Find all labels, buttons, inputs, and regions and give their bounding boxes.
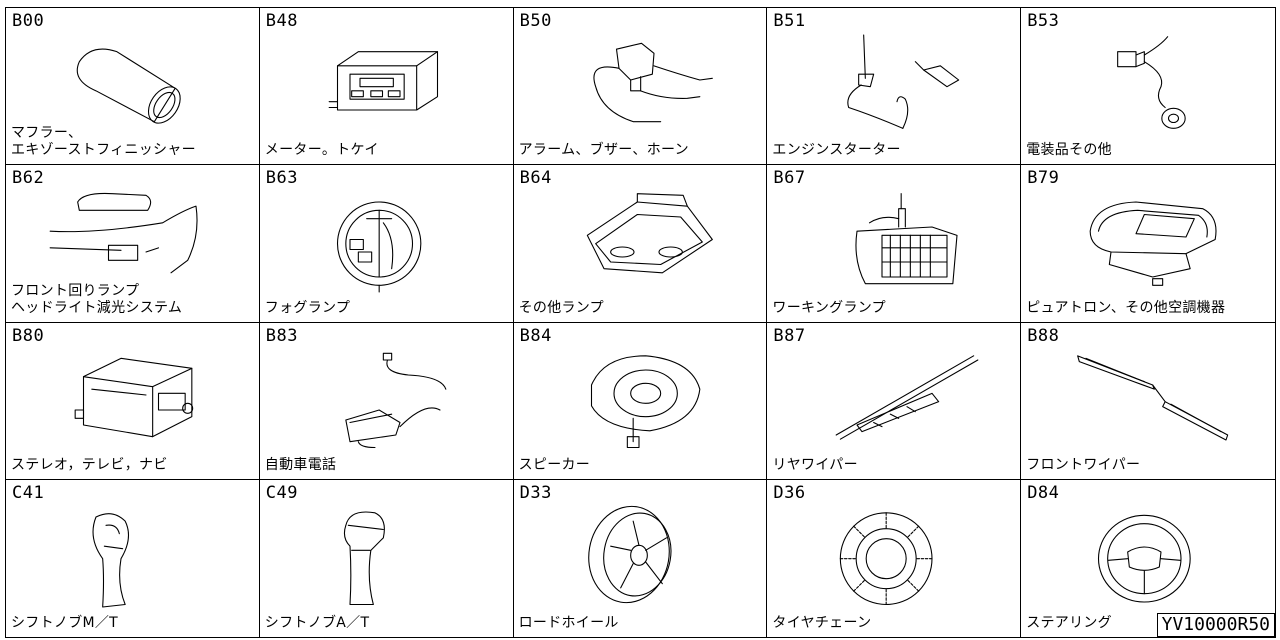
category-label: スピーカー — [518, 456, 591, 473]
category-cell-b88[interactable]: B88 フロントワイパー — [1021, 323, 1275, 480]
category-cell-b64[interactable]: B64 その他ランプ — [513, 165, 768, 323]
category-code: D84 — [1027, 482, 1060, 503]
category-code: D36 — [773, 482, 806, 503]
category-code: B63 — [265, 168, 299, 189]
category-cell-d84[interactable]: D84 ステアリング — [1021, 480, 1275, 637]
catalog-code: YV10000R50 — [1156, 613, 1275, 637]
category-label: その他ランプ — [518, 299, 604, 316]
front-wiper-icon — [1061, 335, 1236, 460]
category-cell-b63[interactable]: B63 フォグランプ — [259, 165, 514, 323]
category-code: B67 — [773, 168, 806, 189]
category-code: B53 — [1027, 11, 1060, 31]
category-code: B62 — [12, 168, 45, 189]
category-code: B51 — [773, 11, 806, 31]
category-cell-b50[interactable]: B50 アラーム、ブザー、ホーン — [513, 8, 768, 166]
front-lamp-icon — [46, 177, 221, 302]
category-label: エンジンスターター — [772, 142, 901, 159]
fog-lamp-icon — [300, 177, 475, 302]
category-label: リヤワイパー — [772, 456, 858, 473]
category-label: メーター。トケイ — [264, 142, 379, 159]
category-cell-d33[interactable]: D33 ロードホイール — [514, 479, 768, 637]
category-cell-d36[interactable]: D36 タイヤチェーン — [767, 479, 1022, 637]
room-lamp-icon — [554, 177, 729, 302]
category-label: フロント回りランプ ヘッドライト減光システム — [11, 282, 183, 316]
category-cell-b87[interactable]: B87 リヤワイパー — [767, 322, 1022, 480]
category-code: B84 — [519, 325, 552, 346]
electrical-parts-icon — [1061, 20, 1236, 145]
category-label: ステアリング — [1026, 615, 1112, 631]
steering-wheel-icon — [1061, 492, 1236, 617]
category-cell-b80[interactable]: B80 ステレオ，テレビ，ナビ — [6, 322, 260, 480]
category-label: シフトノブA／T — [264, 615, 370, 631]
category-cell-b48[interactable]: B48 メーター。トケイ — [259, 8, 514, 166]
stereo-icon — [46, 335, 221, 460]
category-cell-b79[interactable]: B79 ピュアトロン、その他空調機器 — [1021, 165, 1275, 323]
category-code: C49 — [265, 482, 299, 503]
category-label: ロードホイール — [518, 615, 619, 631]
category-label: マフラー、 エキゾーストフィニッシャー — [11, 125, 196, 159]
category-label: 自動車電話 — [264, 456, 337, 473]
muffler-icon — [46, 20, 221, 145]
category-code: D33 — [519, 482, 552, 503]
category-cell-b00[interactable]: B00 マフラー、 エキゾーストフィニッシャー — [6, 8, 260, 166]
category-label: フォグランプ — [264, 299, 351, 316]
road-wheel-icon — [554, 492, 729, 617]
meter-clock-icon — [300, 20, 475, 145]
category-label: 電装品その他 — [1026, 142, 1112, 159]
category-code: B83 — [265, 325, 299, 346]
rear-wiper-icon — [807, 335, 982, 460]
speaker-icon — [554, 335, 729, 460]
category-label: タイヤチェーン — [772, 615, 872, 631]
category-cell-b51[interactable]: B51 エンジンスターター — [767, 8, 1022, 166]
category-label: シフトノブM／T — [11, 615, 119, 631]
air-purifier-icon — [1061, 177, 1236, 302]
category-label: アラーム、ブザー、ホーン — [518, 142, 689, 159]
tire-chain-icon — [807, 492, 982, 617]
category-cell-c49[interactable]: C49 シフトノブA／T — [260, 479, 514, 637]
category-code: B50 — [519, 11, 552, 31]
category-code: C41 — [12, 482, 45, 503]
category-code: B48 — [265, 11, 299, 31]
parts-category-grid: B00 マフラー、 エキゾーストフィニッシャー B48 メーター。トケイ B50 アラーム… — [5, 7, 1276, 638]
category-code: B79 — [1027, 168, 1060, 189]
category-cell-b83[interactable]: B83 自動車電話 — [259, 322, 514, 480]
category-label: フロントワイパー — [1026, 456, 1141, 473]
engine-starter-icon — [807, 20, 982, 145]
category-cell-c41[interactable]: C41 シフトノブM／T — [6, 479, 260, 637]
category-cell-b84[interactable]: B84 スピーカー — [513, 322, 768, 480]
category-label: ピュアトロン、その他空調機器 — [1026, 299, 1226, 316]
shift-knob-mt-icon — [46, 492, 221, 617]
category-code: B80 — [12, 325, 45, 346]
shift-knob-at-icon — [300, 492, 475, 617]
category-cell-b53[interactable]: B53 電装品その他 — [1021, 8, 1275, 166]
working-lamp-icon — [807, 177, 982, 302]
category-code: B64 — [519, 168, 552, 189]
alarm-horn-icon — [554, 20, 729, 145]
category-label: ステレオ，テレビ，ナビ — [11, 456, 168, 473]
car-phone-icon — [300, 335, 475, 460]
category-label: ワーキングランプ — [772, 299, 886, 316]
category-code: B88 — [1027, 325, 1060, 346]
category-cell-b62[interactable]: B62 フロント回りランプ ヘッドライト減光システム — [6, 165, 260, 323]
category-code: B00 — [12, 11, 45, 31]
category-cell-b67[interactable]: B67 ワーキングランプ — [767, 165, 1022, 323]
category-code: B87 — [773, 325, 806, 346]
